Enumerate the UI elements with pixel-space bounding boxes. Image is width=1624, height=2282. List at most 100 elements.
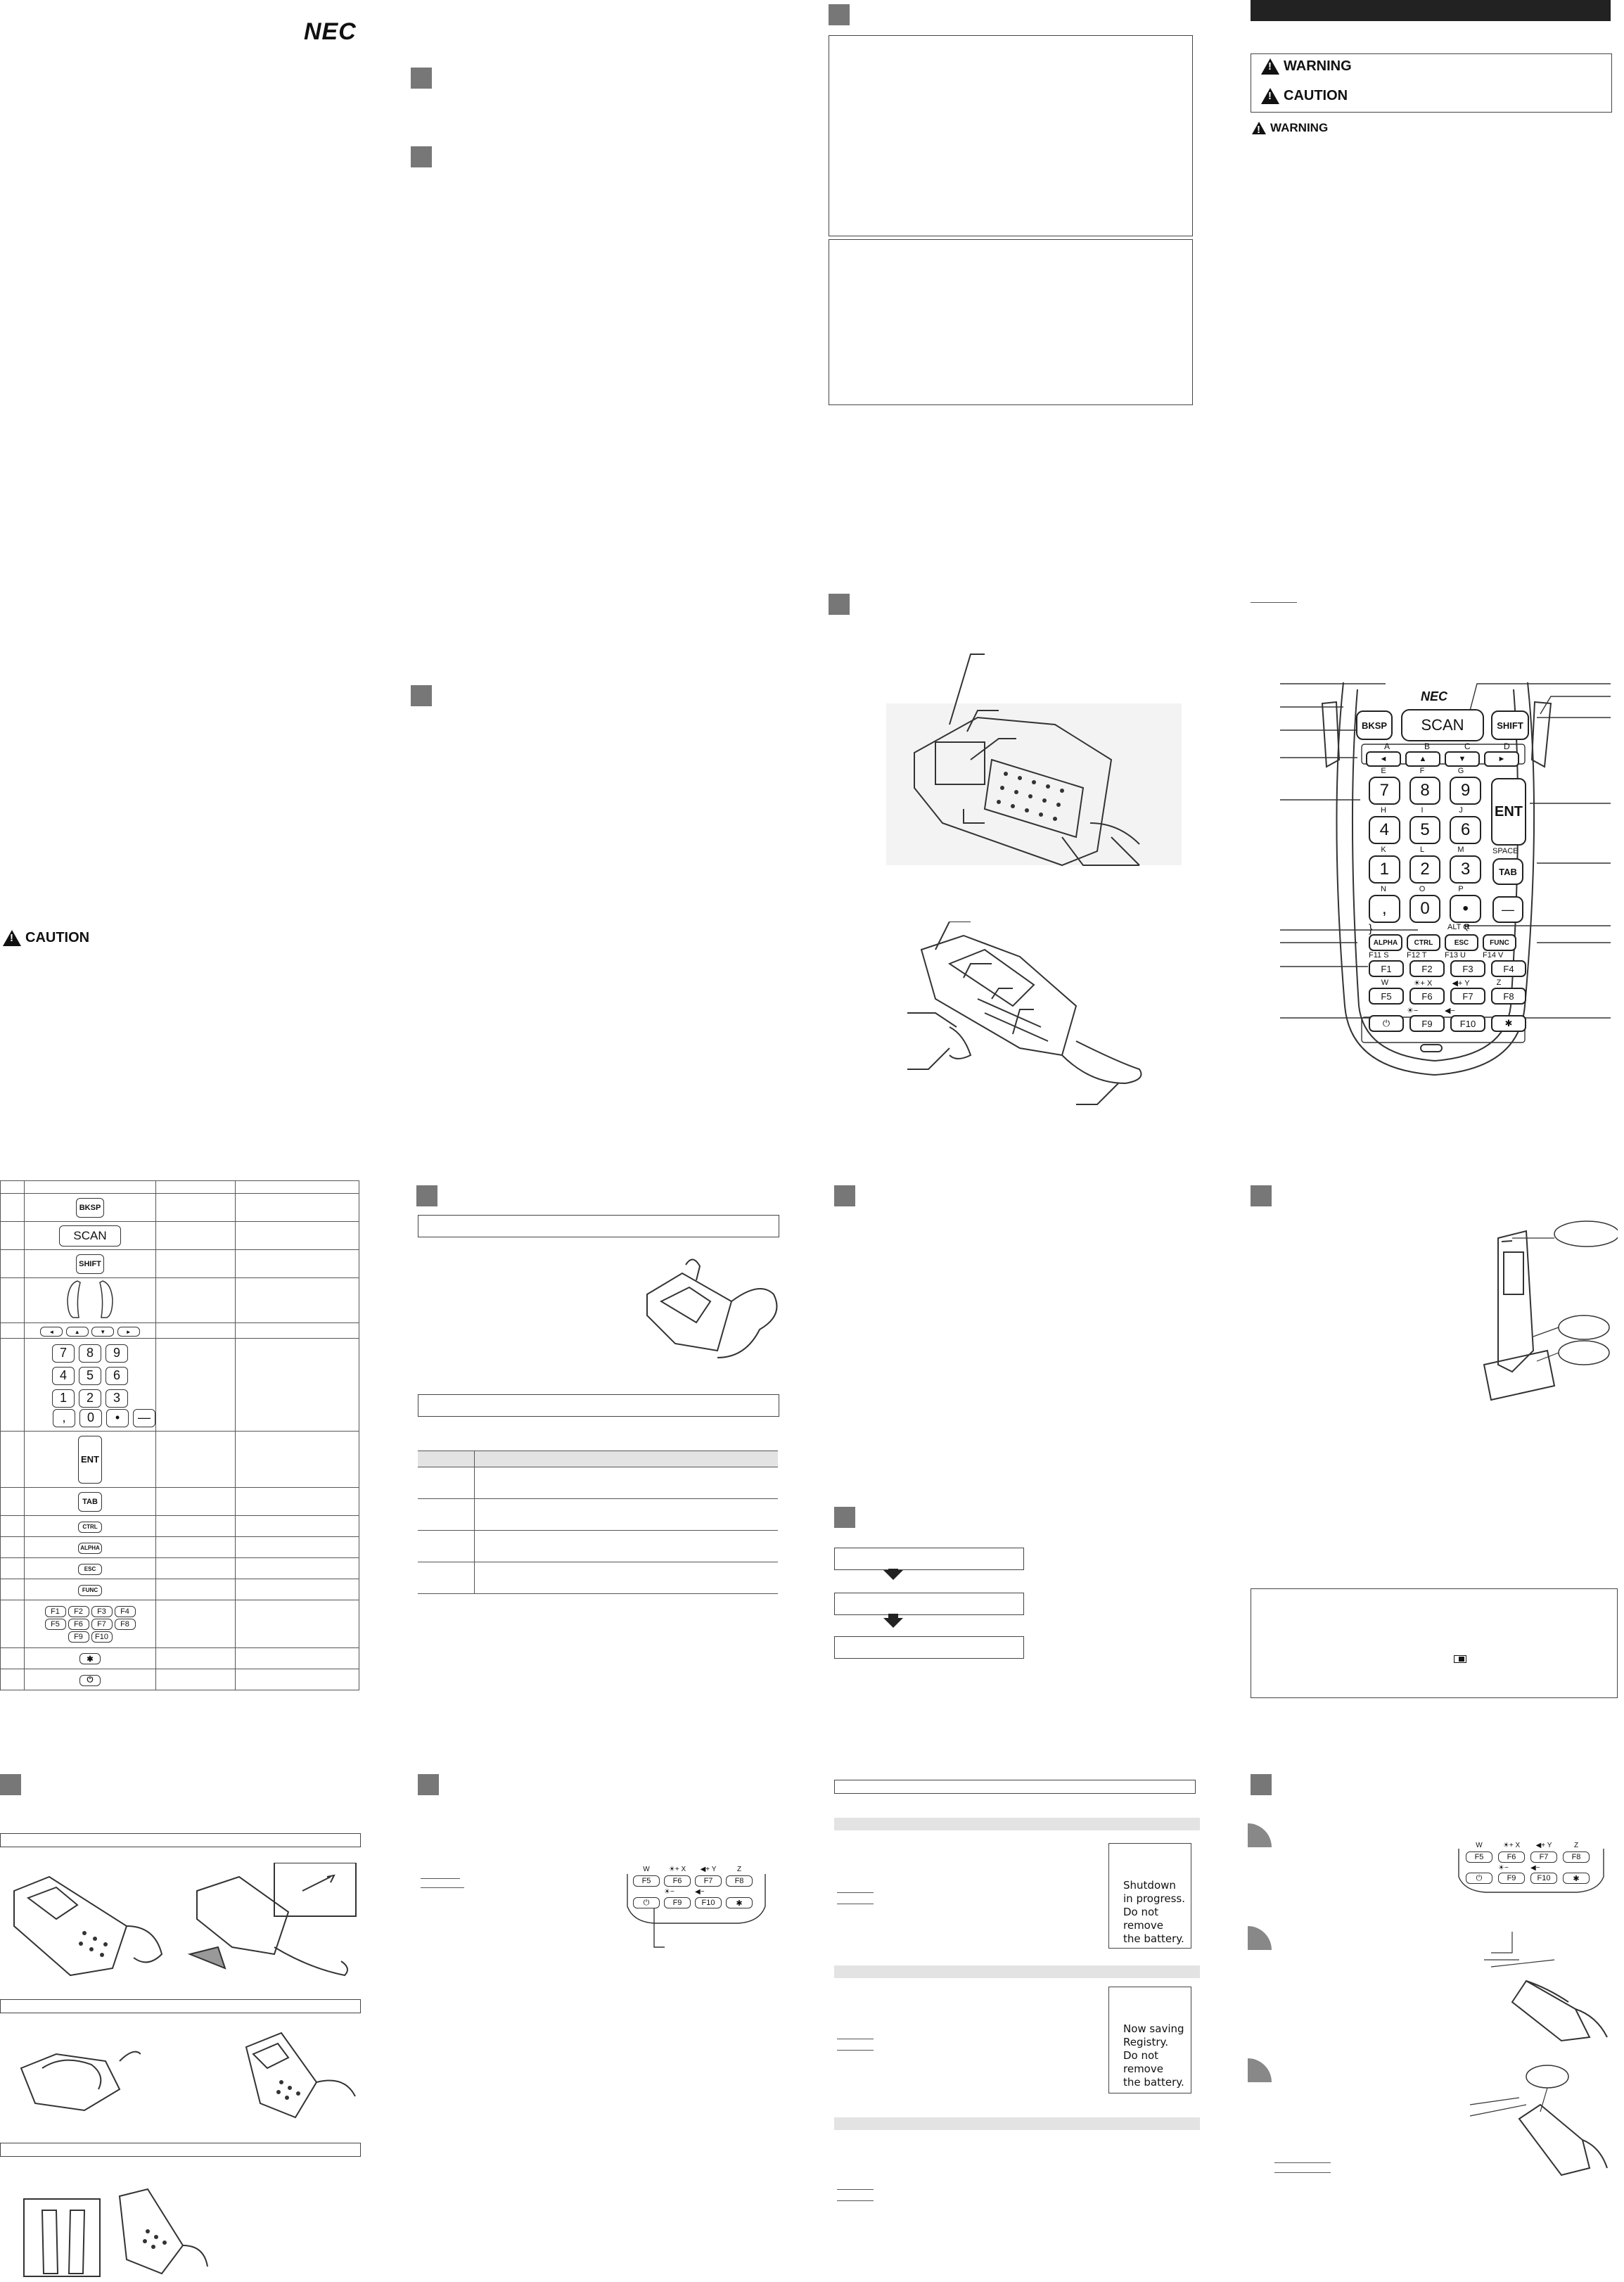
section-marker [829,594,850,615]
screen-line: Do not remove [1123,1906,1163,1932]
heading-box [418,1394,779,1417]
screen-line: Do not remove [1123,2049,1163,2075]
fn-hints-row-2: ☀− ◀− [664,1888,722,1896]
key-description-table: BKSP SCAN SHIFT ◄ ▲ ▼ ► 7 8 9 4 5 6 1 2 … [0,1180,359,1690]
warning-heading: WARNING [1252,121,1328,136]
power-key: ⏻ [633,1897,660,1908]
section-band [834,1818,1200,1830]
f9-key: F9 [1498,1873,1525,1884]
power-detail-outline [627,1874,766,1948]
letter-hint-b: B [1424,741,1431,751]
section-marker [834,1507,855,1528]
section-band [834,2117,1200,2130]
alt-hint: ALT Q [1447,923,1469,931]
f10-key: F10 [695,1897,722,1908]
hint: W [643,1866,650,1873]
hint: O [1419,885,1426,893]
warning-triangle-icon [1261,88,1279,104]
cradle-illustration [1483,1220,1618,1401]
hint: ◀+ Y [1535,1842,1552,1849]
digit-key: 1 [52,1389,75,1408]
hint: F12 T [1407,951,1427,960]
power-key: ⏻ [1369,1015,1404,1032]
digit-key: , [1369,895,1400,923]
down-arrow-icon [883,1618,903,1628]
fn-keys-row-2: ⏻ F9 F10 ✱ [633,1897,753,1908]
f2-key: F2 [1409,960,1445,977]
short-rule [421,1878,460,1879]
func-key: FUNC [1483,934,1516,951]
scan-key: SCAN [1401,709,1484,741]
hint: ☀− [664,1888,674,1896]
hint: H [1381,806,1386,815]
safety-legend-box: WARNING CAUTION [1251,53,1612,113]
hint: ☀+ X [668,1866,686,1873]
f6-key: F6 [664,1875,691,1887]
notice-box [829,35,1193,236]
device-back-illustration [907,922,1142,1105]
bksp-key: BKSP [76,1197,104,1218]
flow-step-box [834,1548,1024,1570]
short-rule [837,1892,874,1893]
scan-key: SCAN [59,1225,121,1247]
digit-key: 3 [1450,855,1482,884]
digit-key: 7 [1369,777,1400,805]
shutdown-screen: Shutdown in progress. Do not remove the … [1108,1843,1191,1949]
warning-label: WARNING [1284,58,1352,74]
digit-key: 8 [1409,777,1441,805]
registry-screen: Now saving Registry. Do not remove the b… [1108,1987,1191,2093]
warning-legend: WARNING [1261,58,1352,75]
power-detail-outline [1458,1849,1604,1893]
digit-key: 4 [52,1366,75,1385]
letter-hint-c: C [1464,741,1471,751]
hint: Z [1573,1842,1579,1849]
hint: E [1381,767,1386,775]
digit-key: 4 [1369,816,1400,844]
f8-key: F8 [114,1618,136,1630]
hint: Z [1496,979,1502,987]
f6-key: F6 [68,1618,89,1630]
hint: L [1419,846,1425,854]
hint: ☀− [1498,1864,1509,1872]
tab-key: TAB [1492,858,1523,885]
section-marker [0,1774,21,1795]
f9-key: F9 [664,1897,691,1908]
screen-line: the battery. [1123,2076,1184,2089]
short-rule [837,2200,874,2201]
ctrl-key: CTRL [1407,934,1440,951]
screen-line: the battery. [1123,1932,1184,1945]
hint: ◀− [1530,1864,1540,1872]
hint: M [1457,846,1464,854]
f7-key: F7 [695,1875,722,1887]
short-rule [1274,2172,1331,2173]
f9-key: F9 [1409,1015,1445,1032]
arrow-shaft [888,1614,898,1619]
f5-key: F5 [44,1618,66,1630]
fn-keys-row: F5 F6 F7 F8 [1466,1851,1590,1863]
digit-key: 6 [106,1366,128,1385]
ent-key: ENT [1491,778,1526,846]
hint: P [1458,885,1464,893]
short-rule [837,2189,874,2190]
hint: I [1421,806,1424,815]
hint: G [1457,767,1464,775]
screen-message: Now saving Registry. Do not remove the b… [1123,2022,1191,2089]
f6-key: F6 [1409,988,1445,1005]
f2-key: F2 [68,1605,89,1617]
f4-key: F4 [1491,960,1526,977]
digit-key: 9 [1450,777,1482,805]
f8-key: F8 [726,1875,753,1887]
section-marker [411,68,432,89]
down-arrow-key: ▼ [91,1327,115,1337]
screen-line: Now saving [1123,2022,1184,2035]
tab-key: TAB [78,1491,102,1512]
f1-key: F1 [44,1605,66,1617]
hint: J [1459,806,1463,815]
warning-triangle-icon [1252,122,1266,136]
hint: N [1381,885,1386,893]
power-key: ⏻ [1466,1873,1492,1884]
digit-key: • [1450,895,1482,923]
fn-keys-row-2: ⏻ F9 F10 ✱ [1466,1873,1590,1884]
short-rule [421,1887,464,1888]
